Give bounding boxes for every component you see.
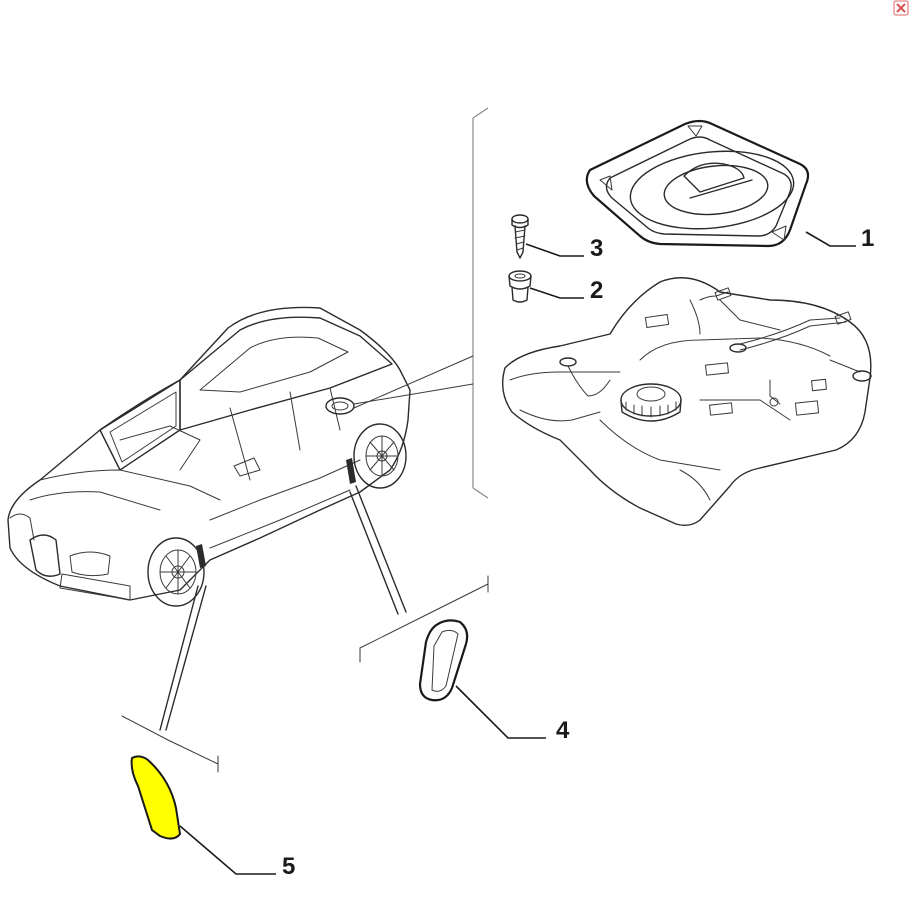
close-icon[interactable]	[893, 0, 909, 16]
leader-lines	[179, 231, 856, 875]
fuel-tank	[502, 277, 872, 527]
section-guides	[472, 107, 489, 499]
part-5-liner-highlighted	[130, 755, 182, 840]
part-2-bushing	[508, 270, 532, 303]
part-4-liner	[418, 619, 469, 702]
callout-2: 2	[590, 277, 603, 304]
callout-3: 3	[590, 235, 603, 262]
connector-lines	[353, 355, 474, 409]
part-1-gasket	[585, 119, 810, 248]
part-3-screw	[511, 214, 529, 259]
car-illustration	[7, 306, 411, 607]
callout-5: 5	[282, 853, 295, 880]
callout-4: 4	[556, 717, 570, 744]
section-markers	[121, 485, 489, 773]
callout-1: 1	[861, 225, 874, 252]
callout-labels: 1 3 2 4 5	[282, 225, 874, 880]
